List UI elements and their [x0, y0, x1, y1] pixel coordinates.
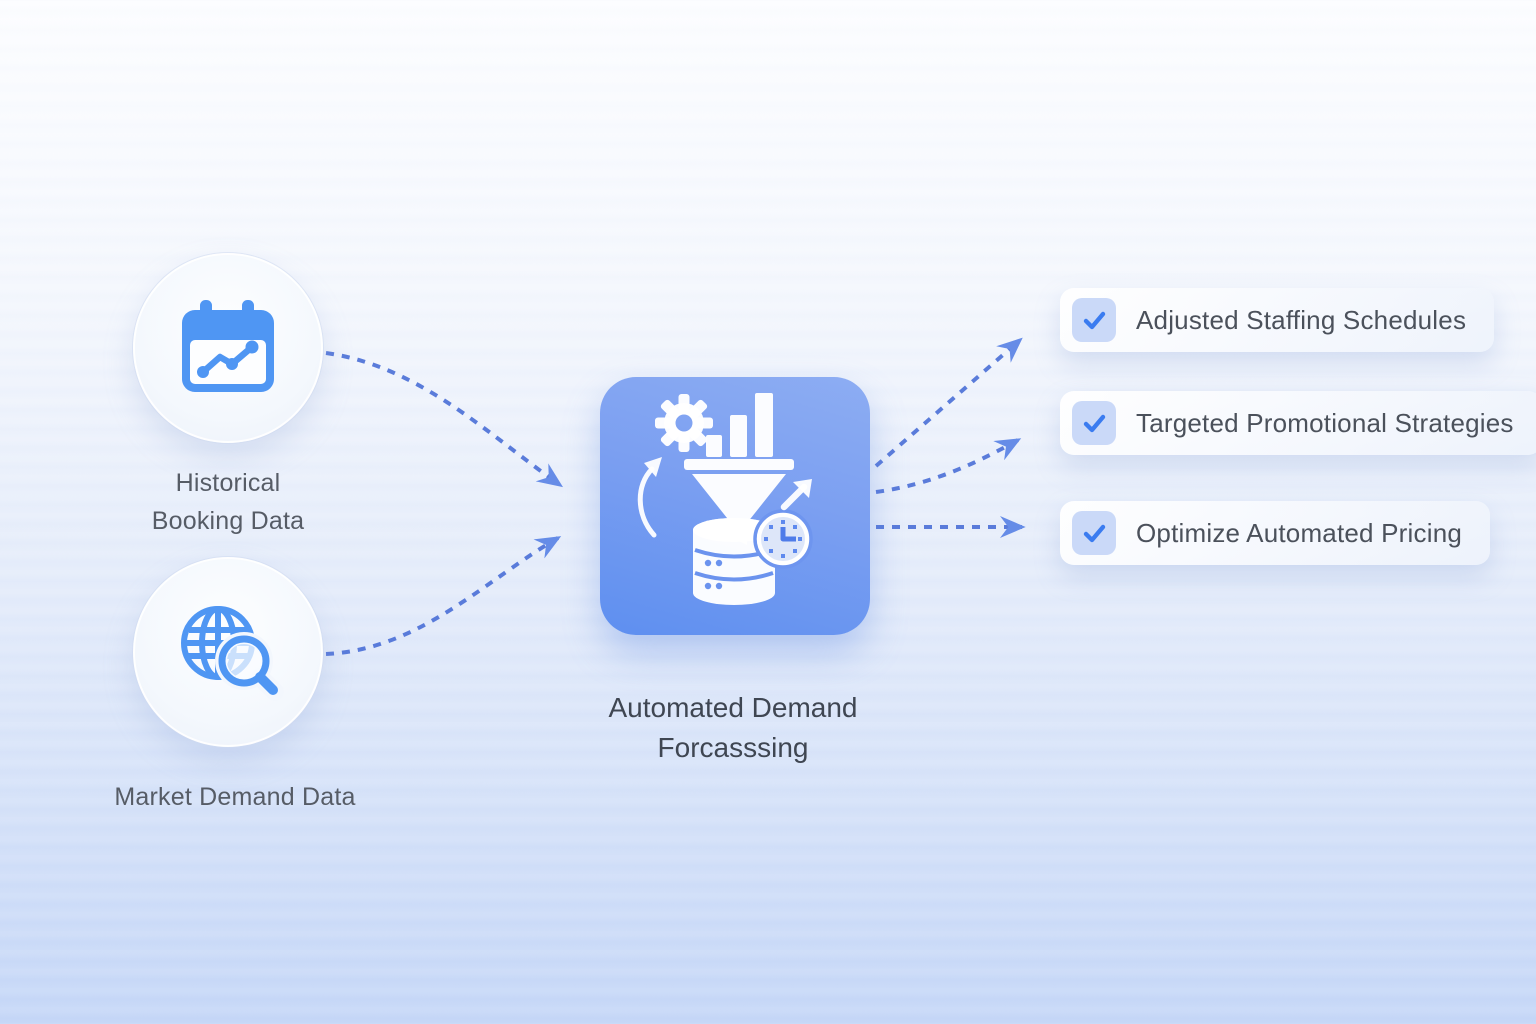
- up-right-arrow-icon: [780, 479, 812, 511]
- checkbox-optimize-automated-pricing[interactable]: [1072, 511, 1116, 555]
- arrow-process-to-promotional: [875, 438, 1022, 494]
- funnel-icon: [684, 459, 794, 545]
- historical-booking-data-label: Historical Booking Data: [151, 469, 305, 535]
- historical-booking-data-node: [133, 253, 323, 443]
- checkmark-icon: [1083, 414, 1105, 432]
- output-label: Targeted Promotional Strategies: [1136, 407, 1514, 438]
- globe-magnifier-icon: [181, 606, 284, 701]
- checkbox-adjusted-staffing-schedules[interactable]: [1072, 298, 1116, 342]
- checkmark-icon: [1083, 311, 1105, 329]
- curved-arrow-icon: [637, 457, 662, 538]
- output-targeted-promotional-strategies[interactable]: Targeted Promotional Strategies: [1060, 391, 1536, 455]
- output-optimize-automated-pricing[interactable]: Optimize Automated Pricing: [1060, 501, 1491, 565]
- checkmark-icon: [1083, 524, 1105, 542]
- clock-icon: [753, 509, 813, 569]
- funnel-data-pipeline-icon: [637, 393, 813, 605]
- gear-icon: [655, 394, 713, 452]
- arrow-process-to-staffing: [874, 337, 1023, 468]
- calendar-trend-chart-icon: [182, 300, 274, 392]
- automated-demand-forecasting-node: [600, 377, 870, 635]
- automated-demand-forecasting-label: Automated Demand Forcasssing: [608, 692, 858, 763]
- market-demand-data-node: [133, 557, 323, 747]
- arrow-market-to-process: [325, 536, 562, 656]
- output-label: Optimize Automated Pricing: [1136, 517, 1463, 548]
- output-adjusted-staffing-schedules[interactable]: Adjusted Staffing Schedules: [1060, 288, 1495, 352]
- checkbox-targeted-promotional-strategies[interactable]: [1072, 401, 1116, 445]
- market-demand-data-label: Market Demand Data: [114, 783, 356, 811]
- bar-chart-icon: [706, 393, 773, 457]
- arrow-historical-to-process: [325, 351, 564, 488]
- output-label: Adjusted Staffing Schedules: [1136, 304, 1467, 335]
